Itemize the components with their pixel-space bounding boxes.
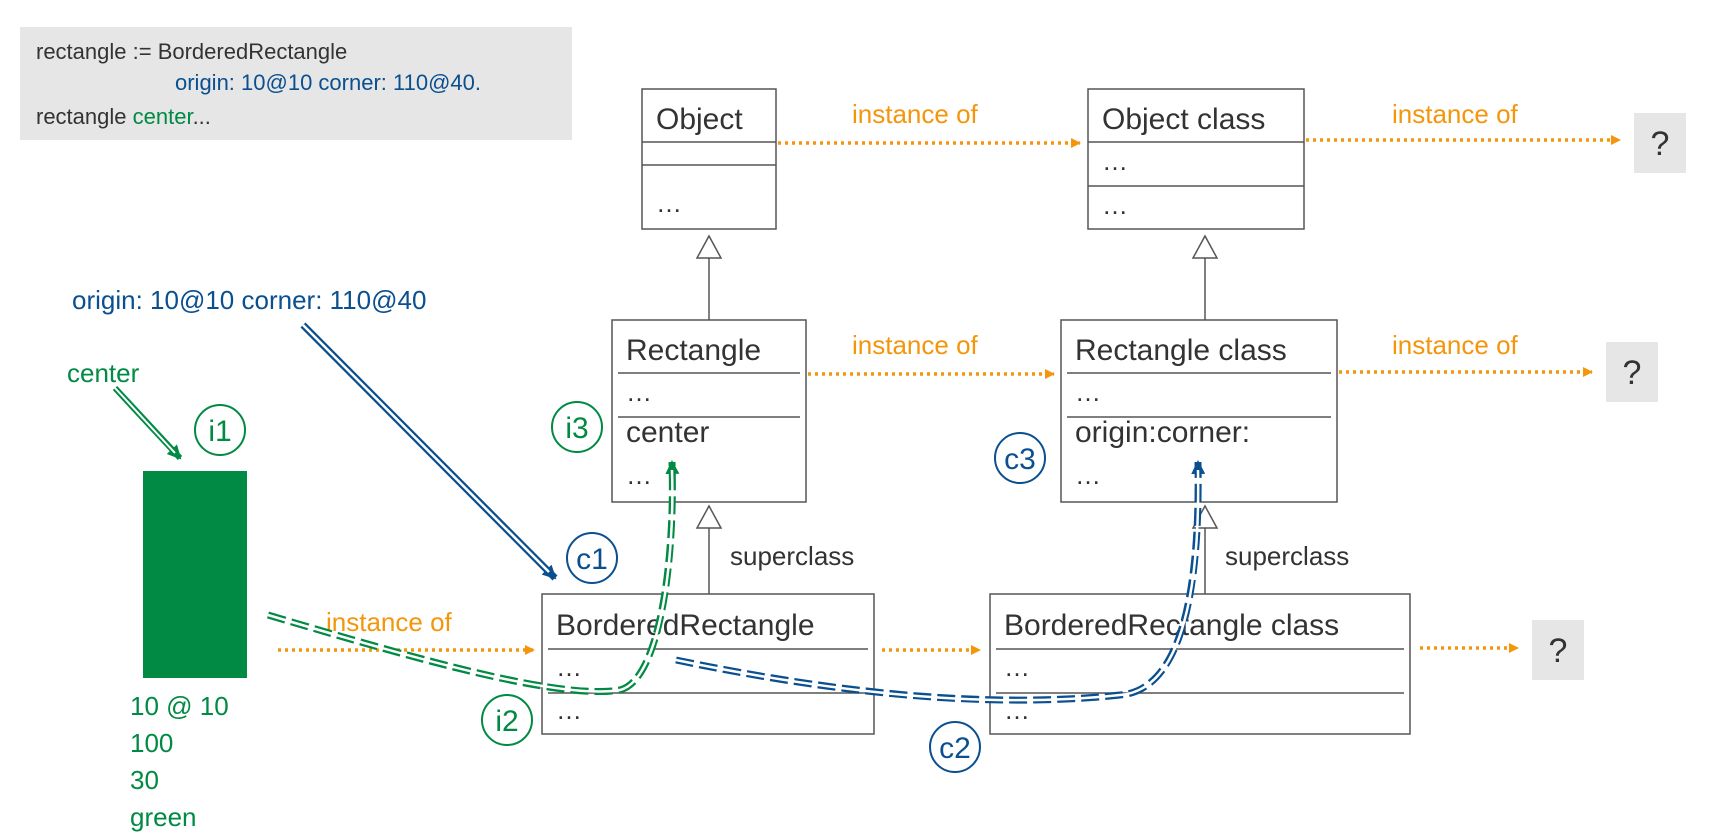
- class-rectangle-class-more-methods: …: [1075, 460, 1101, 490]
- unknown-box-1-label: ?: [1651, 125, 1670, 163]
- step-marker-c3: [994, 432, 1046, 484]
- instance-of-edges: [278, 135, 1621, 655]
- bordered-rectangle-instance: [143, 471, 247, 678]
- class-name-bordered-rectangle-class: BorderedRectangle class: [1004, 609, 1339, 642]
- message-arrow-c1-inner: [302, 324, 550, 573]
- instance-of-label-instance: instance of: [326, 607, 453, 637]
- step-marker-c2: [929, 721, 981, 773]
- class-name-bordered-rectangle: BorderedRectangle: [556, 609, 815, 642]
- message-arrow-i1-inner: [114, 387, 176, 454]
- code-line-3-receiver: rectangle: [36, 104, 133, 129]
- step-marker-i3-label: i3: [565, 412, 588, 445]
- class-name-rectangle-class: Rectangle class: [1075, 334, 1287, 367]
- superclass-label-left: superclass: [730, 541, 854, 571]
- object-class-inheritance-triangle: [1191, 234, 1219, 259]
- message-arrow-i1: [112, 385, 183, 461]
- class-box-object-class-frame: [1087, 88, 1305, 230]
- code-box: rectangle := BorderedRectangle origin: 1…: [20, 27, 572, 140]
- method-lookup-center-inner: [267, 469, 674, 693]
- class-box-object-class: Object class … …: [1087, 88, 1305, 230]
- class-rectangle-class-method-origin-corner: origin:corner:: [1075, 416, 1250, 449]
- class-box-object: Object …: [641, 88, 777, 230]
- class-box-rectangle: Rectangle … center …: [611, 319, 807, 503]
- step-marker-c1: [566, 532, 618, 584]
- unknown-boxes: ? ? ?: [1532, 113, 1686, 680]
- step-marker-i2: [481, 694, 533, 746]
- class-name-object: Object: [656, 103, 743, 136]
- method-lookup-arrow-origin-corner: [675, 460, 1206, 704]
- class-rectangle-more-methods: …: [626, 460, 652, 490]
- class-box-object-frame: [641, 88, 777, 230]
- rectangle-inheritance-triangle: [695, 504, 723, 529]
- step-marker-c1-label: c1: [576, 543, 608, 576]
- code-line-2: origin: 10@10 corner: 110@40.: [175, 70, 481, 95]
- instance-value-color: green: [130, 802, 197, 832]
- class-box-bordered-rectangle-class-frame: [989, 593, 1411, 735]
- step-marker-i2-label: i2: [495, 705, 518, 738]
- step-marker-c2-label: c2: [939, 732, 971, 765]
- object-inheritance-triangle: [695, 234, 723, 259]
- instance-value-origin: 10 @ 10: [130, 691, 229, 721]
- class-name-rectangle: Rectangle: [626, 334, 761, 367]
- code-line-3-message: center: [133, 104, 194, 129]
- class-bordered-rectangle-vars: …: [556, 652, 582, 682]
- class-rectangle-vars: …: [626, 377, 652, 407]
- step-marker-i3: [551, 401, 603, 453]
- instance-of-label-object: instance of: [852, 99, 979, 129]
- class-box-bordered-rectangle-class: BorderedRectangle class … …: [989, 593, 1411, 735]
- class-box-rectangle-class: Rectangle class … origin:corner: …: [1060, 319, 1338, 503]
- code-box-background: [20, 27, 572, 140]
- message-label-origin-corner: origin: 10@10 corner: 110@40: [72, 285, 426, 315]
- class-object-class-vars: …: [1102, 146, 1128, 176]
- unknown-box-3: [1532, 620, 1584, 680]
- instance-values: 10 @ 10 100 30 green: [130, 691, 229, 832]
- step-marker-i1: [194, 404, 246, 456]
- step-markers: i1 i2 i3 c1 c2 c3: [194, 401, 1046, 773]
- code-line-1: rectangle := BorderedRectangle: [36, 39, 347, 64]
- message-label-center: center: [67, 358, 140, 388]
- class-object-class-methods: …: [1102, 190, 1128, 220]
- class-bordered-rectangle-class-vars: …: [1004, 652, 1030, 682]
- instance-of-label-rectangle-class: instance of: [1392, 330, 1519, 360]
- class-box-rectangle-frame: [611, 319, 807, 503]
- unknown-box-1: [1634, 113, 1686, 173]
- class-object-methods: …: [656, 188, 682, 218]
- message-arrow-c1: [300, 322, 558, 581]
- code-line-3-ellipsis: ...: [193, 104, 211, 129]
- class-bordered-rectangle-methods: …: [556, 695, 582, 725]
- instance-value-width: 100: [130, 728, 173, 758]
- method-lookup-origin-corner-inner: [675, 469, 1200, 702]
- instance-of-label-object-class: instance of: [1392, 99, 1519, 129]
- step-marker-i1-label: i1: [208, 415, 231, 448]
- unknown-box-2-label: ?: [1623, 354, 1642, 392]
- class-name-object-class: Object class: [1102, 103, 1265, 136]
- unknown-box-3-label: ?: [1549, 632, 1568, 670]
- class-rectangle-class-vars: …: [1075, 377, 1101, 407]
- class-rectangle-method-center: center: [626, 416, 709, 449]
- instance-of-labels: instance of instance of instance of inst…: [326, 99, 1519, 637]
- code-line-3: rectangle center...: [36, 104, 211, 129]
- step-marker-c3-label: c3: [1004, 443, 1036, 476]
- instance-of-label-rectangle: instance of: [852, 330, 979, 360]
- unknown-box-2: [1606, 342, 1658, 402]
- superclass-label-right: superclass: [1225, 541, 1349, 571]
- method-lookup-arrow-center: [267, 460, 680, 696]
- instance-value-border: 30: [130, 765, 159, 795]
